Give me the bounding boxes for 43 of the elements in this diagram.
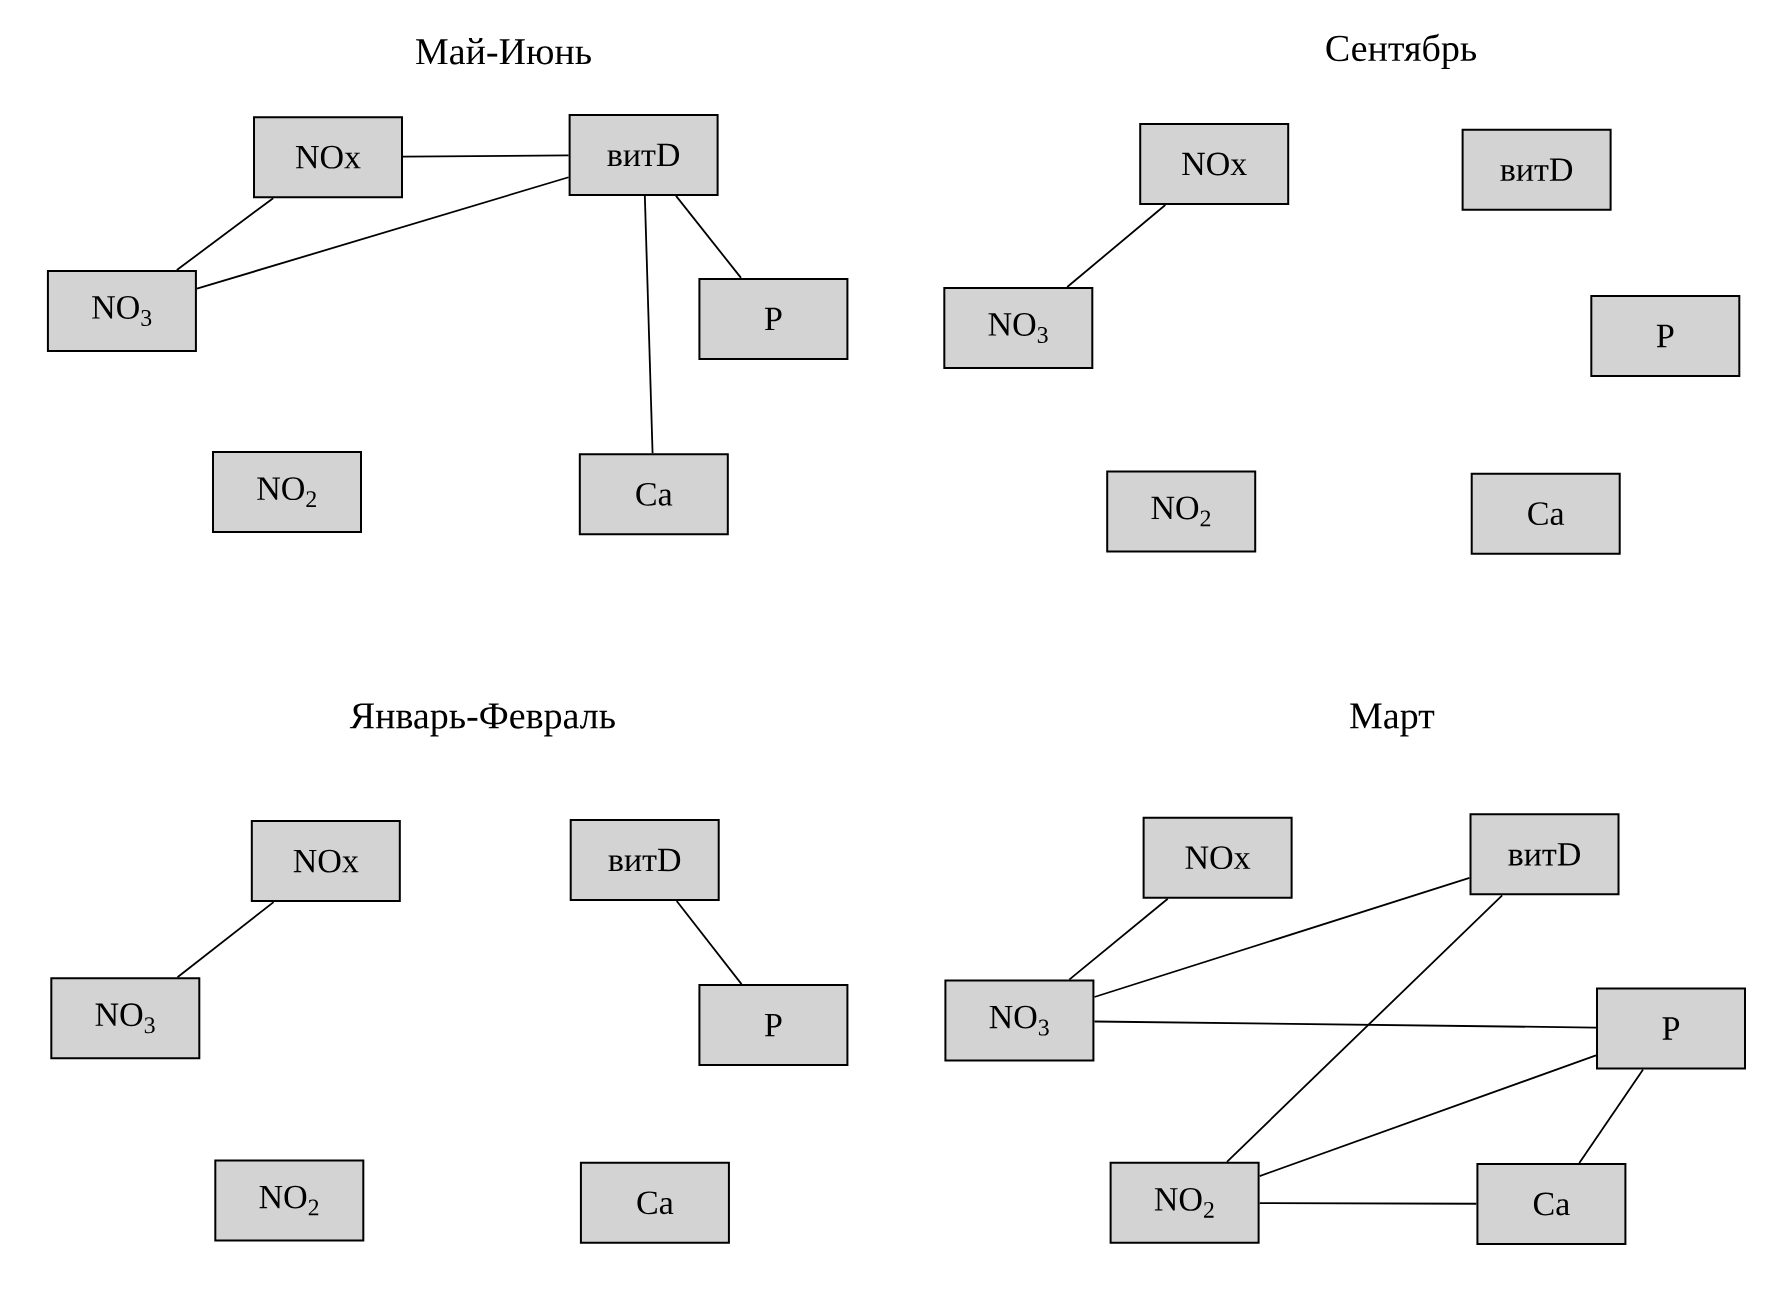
connector-line [175, 197, 275, 271]
panel-title: Сентябрь [1326, 33, 1477, 69]
connector-line [402, 154, 570, 158]
variable-box: Ca [1476, 1163, 1627, 1245]
variable-box: витD [1469, 813, 1620, 896]
variable-box: витD [1461, 128, 1612, 211]
variable-box: Ca [578, 453, 729, 536]
connector-line [1226, 894, 1504, 1163]
variable-box: NOx [1142, 816, 1293, 899]
variable-box: NO$_{2}$ [1109, 1161, 1260, 1244]
variable-box: P [1590, 295, 1741, 377]
variable-box: NOx [1139, 123, 1290, 205]
connector-line [1066, 204, 1167, 288]
panel-title: Март [1350, 703, 1435, 737]
variable-box: витD [568, 113, 719, 196]
connector-line [1258, 1202, 1478, 1205]
connector-line [176, 901, 275, 979]
variable-box: NO$_{3}$ [50, 977, 201, 1060]
connector-line [196, 176, 570, 290]
connector-line [643, 195, 654, 455]
variable-box: NO$_{3}$ [944, 979, 1095, 1062]
variable-box: NO$_{2}$ [214, 1159, 365, 1242]
connector-line [1258, 1054, 1597, 1177]
variable-box: P [698, 984, 849, 1067]
variable-box: NO$_{3}$ [943, 287, 1094, 369]
variable-box: Ca [1470, 472, 1621, 555]
panel-title: Январь-Февраль [349, 703, 615, 737]
connector-line [1093, 877, 1471, 998]
variable-box: NO$_{3}$ [46, 270, 197, 352]
variable-box: NOx [250, 820, 401, 903]
variable-box: P [1596, 987, 1746, 1070]
variable-box: Ca [579, 1161, 730, 1244]
connector-line [675, 900, 743, 985]
variable-box: NOx [253, 116, 403, 199]
connector-line [675, 195, 742, 279]
variable-box: NO$_{2}$ [212, 451, 362, 534]
variable-box: витD [569, 819, 720, 901]
variable-box: P [698, 277, 849, 360]
connector-line [1093, 1020, 1597, 1029]
connector-line [1068, 897, 1169, 981]
panel-title: Май-Июнь [416, 38, 591, 65]
connector-line [1578, 1068, 1644, 1164]
variable-box: NO$_{2}$ [1106, 470, 1257, 553]
